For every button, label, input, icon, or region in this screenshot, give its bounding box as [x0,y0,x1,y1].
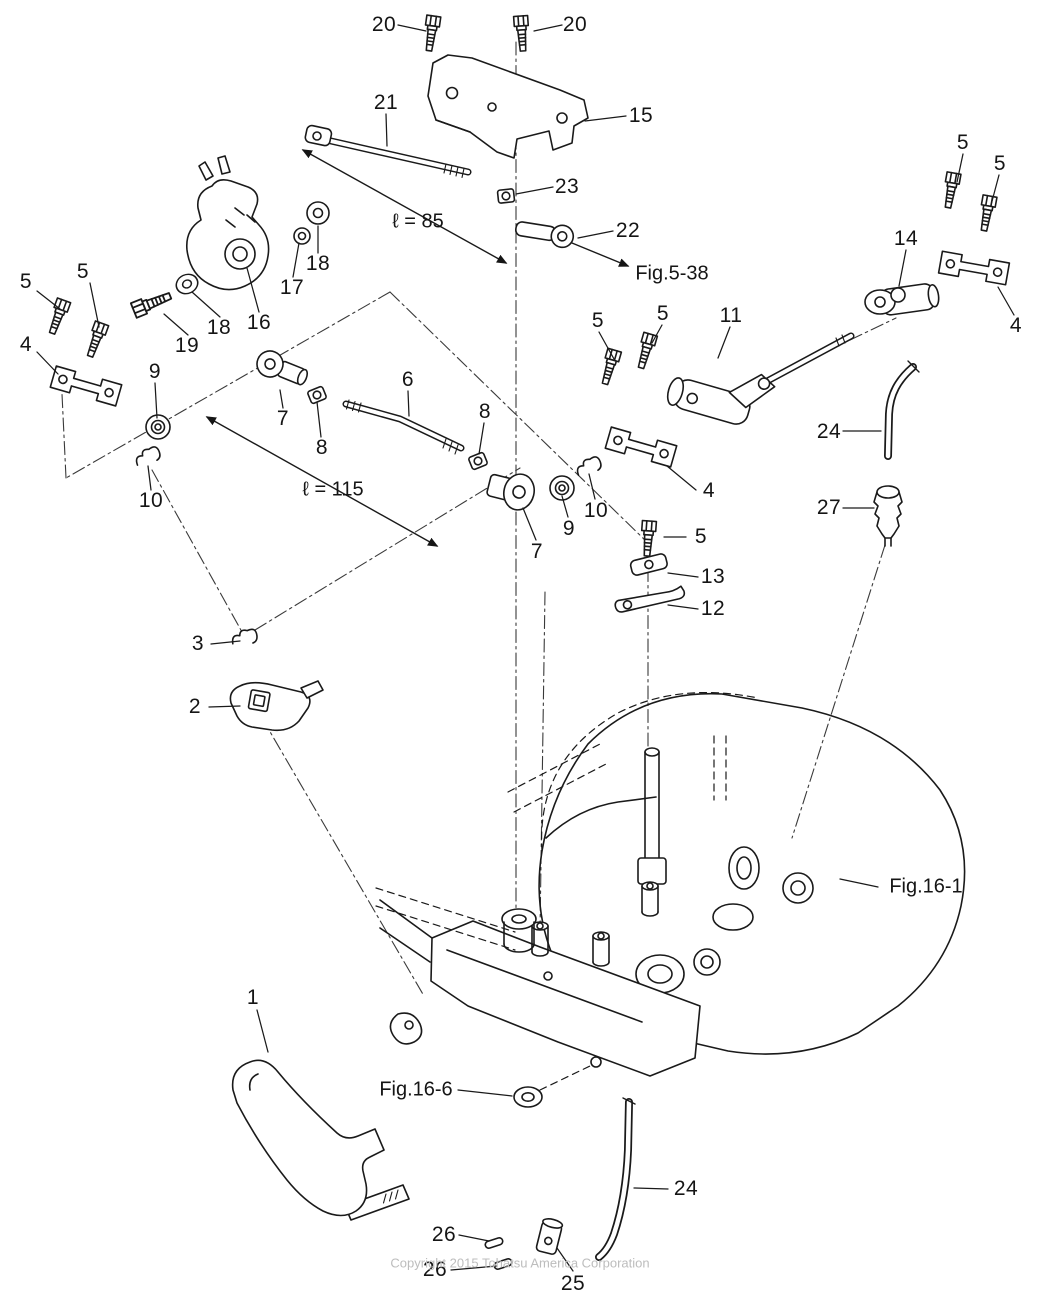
callout-10: 10 [583,499,609,522]
callout-10: 10 [138,489,164,512]
annotation-fig-5-38: Fig.5-38 [635,262,709,285]
callout-5: 5 [656,302,670,325]
callout-13: 13 [700,565,726,588]
callout-15: 15 [628,104,654,127]
part-9-washers [145,414,575,501]
part-22-link [514,221,575,249]
part-25-pin [535,1218,564,1255]
part-11-assembly [666,332,855,425]
callout-12: 12 [700,597,726,620]
callout-8: 8 [315,436,329,459]
callout-24: 24 [673,1177,699,1200]
callout-11: 11 [719,304,743,327]
callout-20: 20 [562,13,588,36]
copyright-watermark: Copyright 2015 Tohatsu America Corporati… [390,1255,650,1271]
callout-1: 1 [246,986,260,1009]
annotation-115: ℓ = 115 [302,478,364,501]
callout-4: 4 [19,333,33,356]
part-16-cam-bracket [185,155,270,291]
callout-5: 5 [993,152,1007,175]
part-1-handle [231,1059,410,1221]
callout-3: 3 [191,632,205,655]
callout-18: 18 [206,316,232,339]
callout-27: 27 [816,496,842,519]
annotation-fig-16-1: Fig.16-1 [889,875,963,898]
fig-16-6-washer [513,1086,543,1108]
engine-block [375,692,966,1091]
callout-9: 9 [562,517,576,540]
part-7-bushing [486,473,535,511]
callout-24: 24 [816,420,842,443]
callout-17: 17 [279,276,305,299]
part-2-lever [229,680,324,732]
callout-8: 8 [478,400,492,423]
callout-25: 25 [560,1272,586,1295]
annotation-fig-16-6: Fig.16-6 [379,1078,453,1101]
callout-5: 5 [956,131,970,154]
callout-7: 7 [530,540,544,563]
annotation-85: ℓ = 85 [392,210,444,233]
part-27-grommet [873,485,903,547]
callout-9: 9 [148,360,162,383]
part-7-rod-end [256,350,309,386]
part-13-plate [629,553,668,576]
part-24-tube-lower [595,1097,636,1261]
callout-7: 7 [276,407,290,430]
callout-23: 23 [554,175,580,198]
callout-16: 16 [246,311,272,334]
part-26-pins [484,1237,513,1270]
callout-5: 5 [76,260,90,283]
part-12-plate [614,585,686,613]
callout-21: 21 [373,91,399,114]
centerlines [61,41,897,997]
callout-26: 26 [422,1258,448,1281]
callout-5: 5 [19,270,33,293]
part-24-tube-upper [884,360,920,460]
callout-18: 18 [305,252,331,275]
callout-6: 6 [401,368,415,391]
part-14-fitting [864,283,940,316]
callout-19: 19 [174,334,200,357]
part-15-bracket [427,54,589,159]
callout-4: 4 [702,479,716,502]
callout-5: 5 [694,525,708,548]
callout-20: 20 [371,13,397,36]
callout-14: 14 [893,227,919,250]
callout-4: 4 [1009,314,1023,337]
callout-26: 26 [431,1223,457,1246]
callout-22: 22 [615,219,641,242]
callout-2: 2 [188,695,202,718]
callout-5: 5 [591,309,605,332]
measure-arrows [205,149,630,547]
